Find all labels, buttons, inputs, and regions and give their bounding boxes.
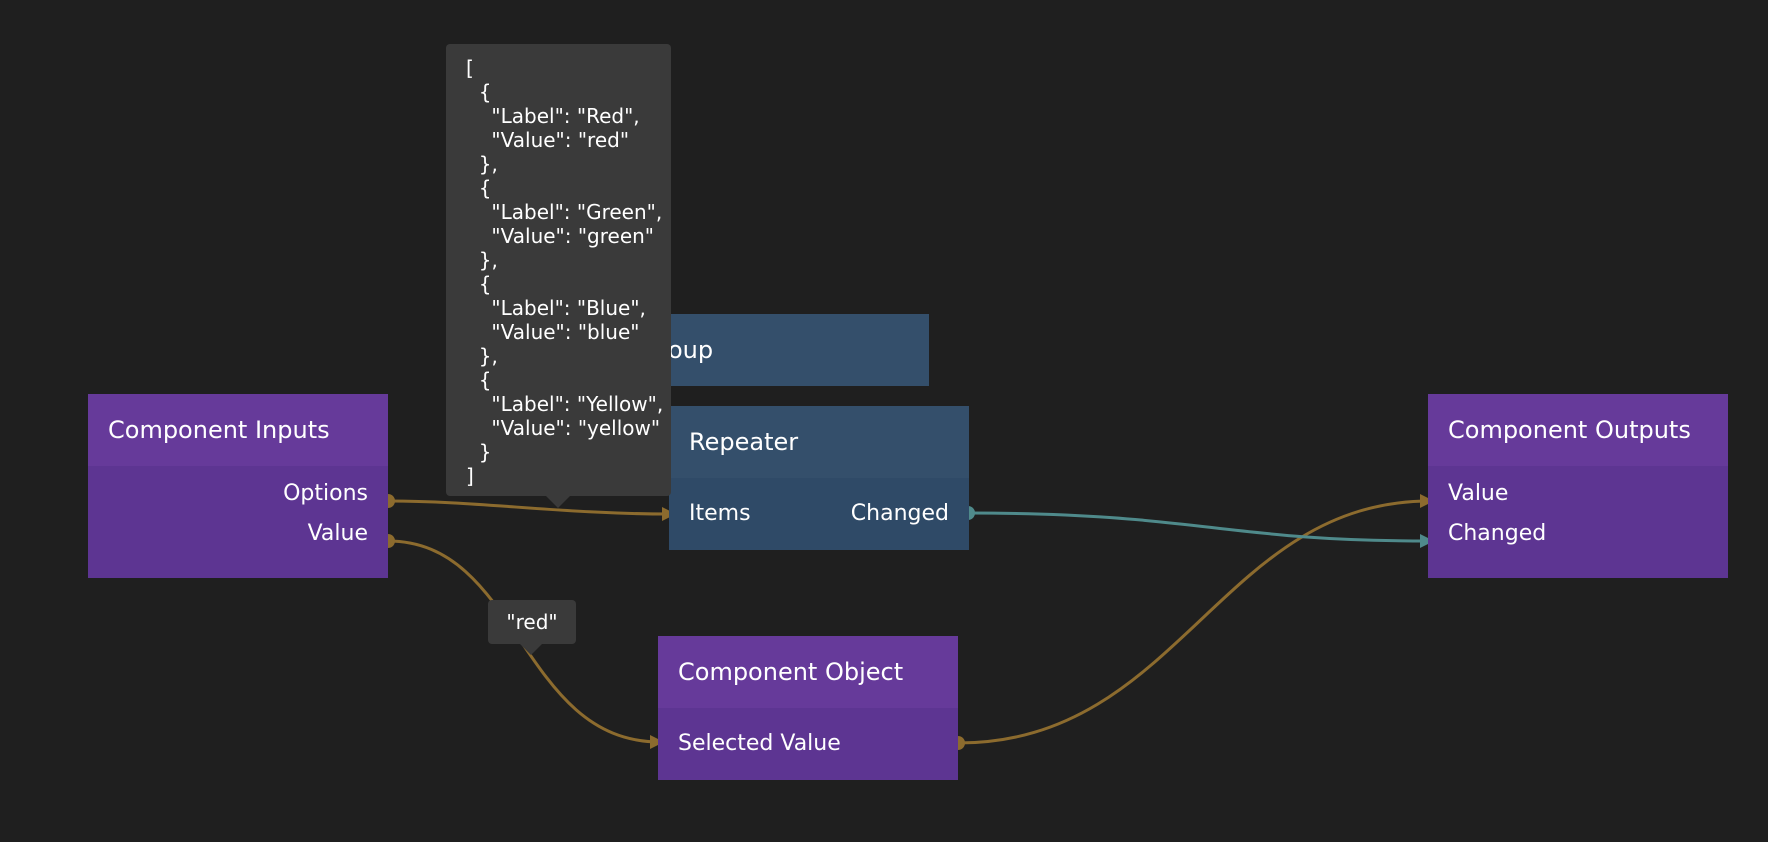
component-inputs-ports: Options Value [88, 466, 388, 578]
output-port-value[interactable]: Value [307, 521, 368, 546]
repeater-node[interactable]: Repeater Items Changed [669, 406, 969, 550]
component-outputs-ports: Value Changed [1428, 466, 1728, 578]
wire-selected-value-to-value[interactable] [957, 499, 1431, 745]
input-port-changed[interactable]: Changed [1448, 521, 1547, 546]
component-object-title: Component Object [658, 636, 958, 708]
options-value-text: [ { "Label": "Red", "Value": "red" }, { … [466, 56, 664, 488]
value-tooltip-text: "red" [506, 610, 558, 634]
output-port-changed[interactable]: Changed [850, 501, 949, 526]
input-port-value[interactable]: Value [1448, 481, 1509, 506]
wire-changed-to-changed[interactable] [967, 511, 1431, 543]
output-port-options[interactable]: Options [283, 481, 368, 506]
wire-options-to-items[interactable] [387, 499, 671, 516]
component-inputs-title: Component Inputs [88, 394, 388, 466]
repeater-ports: Items Changed [669, 478, 969, 550]
repeater-port-row: Items Changed [669, 494, 969, 534]
value-tooltip: "red" [488, 600, 576, 655]
component-object-node[interactable]: Component Object Selected Value [658, 636, 958, 780]
options-value-tooltip: [ { "Label": "Red", "Value": "red" }, { … [446, 44, 671, 508]
component-outputs-node[interactable]: Component Outputs Value Changed [1428, 394, 1728, 578]
input-port-items[interactable]: Items [689, 501, 751, 526]
port-selected-value[interactable]: Selected Value [678, 731, 841, 756]
component-object-ports: Selected Value [658, 708, 958, 780]
repeater-title: Repeater [669, 406, 969, 478]
component-inputs-node[interactable]: Component Inputs Options Value [88, 394, 388, 578]
component-outputs-title: Component Outputs [1428, 394, 1728, 466]
